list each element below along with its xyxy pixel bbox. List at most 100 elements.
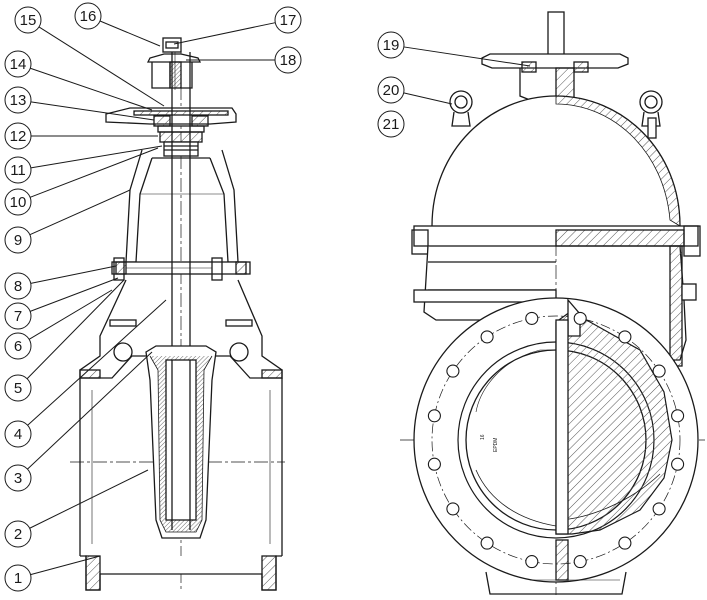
callout-circle: [4, 188, 32, 216]
bonnet-flange: [105, 107, 237, 157]
callout-label: 6: [14, 338, 22, 355]
callout-circle: [4, 122, 32, 150]
wedge: [145, 345, 217, 539]
callout-label: 12: [10, 128, 27, 145]
leader-lines: [26, 20, 531, 576]
callout-8: 8: [4, 272, 32, 300]
bolt-hole: [573, 555, 587, 569]
leader-line-13: [30, 101, 155, 121]
callout-label: 19: [383, 37, 400, 54]
callout-10: 10: [4, 188, 32, 216]
bolt-hole: [618, 536, 632, 550]
bolt-hole: [480, 536, 494, 550]
callout-label: 21: [383, 116, 400, 133]
leader-line-15: [38, 26, 165, 107]
callout-circle: [4, 420, 32, 448]
callout-3: 3: [4, 464, 32, 492]
leader-line-5: [26, 279, 125, 380]
leader-line-3: [27, 351, 153, 470]
callout-circle: [4, 156, 32, 184]
callout-4: 4: [4, 420, 32, 448]
leader-line-11: [30, 145, 163, 169]
callout-label: 10: [10, 194, 27, 211]
callout-circle: [4, 464, 32, 492]
callout-circle: [4, 302, 32, 330]
callout-17: 17: [274, 6, 302, 34]
callout-circle: [377, 31, 405, 59]
callout-circle: [4, 86, 32, 114]
bonnet-body: [125, 149, 239, 263]
callout-14: 14: [4, 50, 32, 78]
callout-circle: [4, 332, 32, 360]
leader-line-17: [173, 22, 276, 45]
callout-7: 7: [4, 302, 32, 330]
callout-circle: [377, 110, 405, 138]
body-bonnet-joint: [111, 257, 251, 281]
callout-20: 20: [377, 76, 405, 104]
bolt-hole: [446, 364, 460, 378]
callout-1: 1: [4, 564, 32, 592]
bolt-hole: [618, 330, 632, 344]
flange-bolt-holes: [427, 311, 685, 569]
callout-label: 4: [14, 426, 22, 443]
leader-line-16: [99, 20, 161, 47]
bolt-hole: [573, 311, 587, 325]
bolt-hole: [446, 502, 460, 516]
callout-2: 2: [4, 520, 32, 548]
stem-cap: [146, 37, 202, 90]
callout-label: 3: [14, 470, 22, 487]
side-section-view: [70, 37, 285, 592]
callout-circle: [377, 76, 405, 104]
bonnet-dome: [411, 95, 701, 257]
callout-label: 11: [10, 162, 26, 179]
callout-label: 18: [280, 52, 297, 69]
bolt-hole: [671, 409, 685, 423]
callout-circle: [274, 6, 302, 34]
disc-material-mark: EPDM: [493, 438, 499, 452]
gate-disc: [475, 298, 673, 535]
callout-circle: [4, 520, 32, 548]
bolt-hole: [427, 409, 441, 423]
callout-13: 13: [4, 86, 32, 114]
callout-circle: [4, 50, 32, 78]
valve-body: [79, 279, 283, 591]
callout-9: 9: [4, 226, 32, 254]
callout-label: 13: [10, 92, 27, 109]
callout-circle: [14, 6, 42, 34]
bolt-hole: [525, 555, 539, 569]
callout-label: 9: [14, 232, 22, 249]
leader-line-4: [27, 299, 167, 426]
bolt-hole: [652, 502, 666, 516]
disc-pressure-mark: 16: [480, 434, 486, 440]
lifting-lugs: [449, 90, 663, 139]
stem: [171, 52, 191, 360]
leader-line-7: [29, 277, 119, 312]
callout-6: 6: [4, 332, 32, 360]
callout-19: 19: [377, 31, 405, 59]
leader-line-10: [29, 147, 159, 198]
callout-label: 17: [280, 12, 297, 29]
callout-label: 2: [14, 526, 22, 543]
callout-11: 11: [4, 156, 32, 184]
callout-label: 15: [20, 12, 37, 29]
bolt-hole: [652, 364, 666, 378]
callout-label: 16: [80, 8, 97, 25]
bolt-hole: [427, 457, 441, 471]
callout-label: 8: [14, 278, 22, 295]
leader-line-9: [29, 189, 131, 236]
leader-line-2: [29, 469, 149, 529]
bolt-hole: [525, 311, 539, 325]
callout-circle: [74, 2, 102, 30]
callout-label: 7: [14, 308, 22, 325]
callout-label: 20: [383, 82, 400, 99]
callout-label: 1: [14, 570, 22, 587]
leader-line-19: [403, 46, 531, 67]
bolt-hole: [671, 457, 685, 471]
callout-circle: [4, 374, 32, 402]
disc-marking: 16 EPDM: [480, 434, 499, 452]
leader-line-14: [30, 67, 153, 111]
front-half-section-view: [400, 11, 705, 595]
